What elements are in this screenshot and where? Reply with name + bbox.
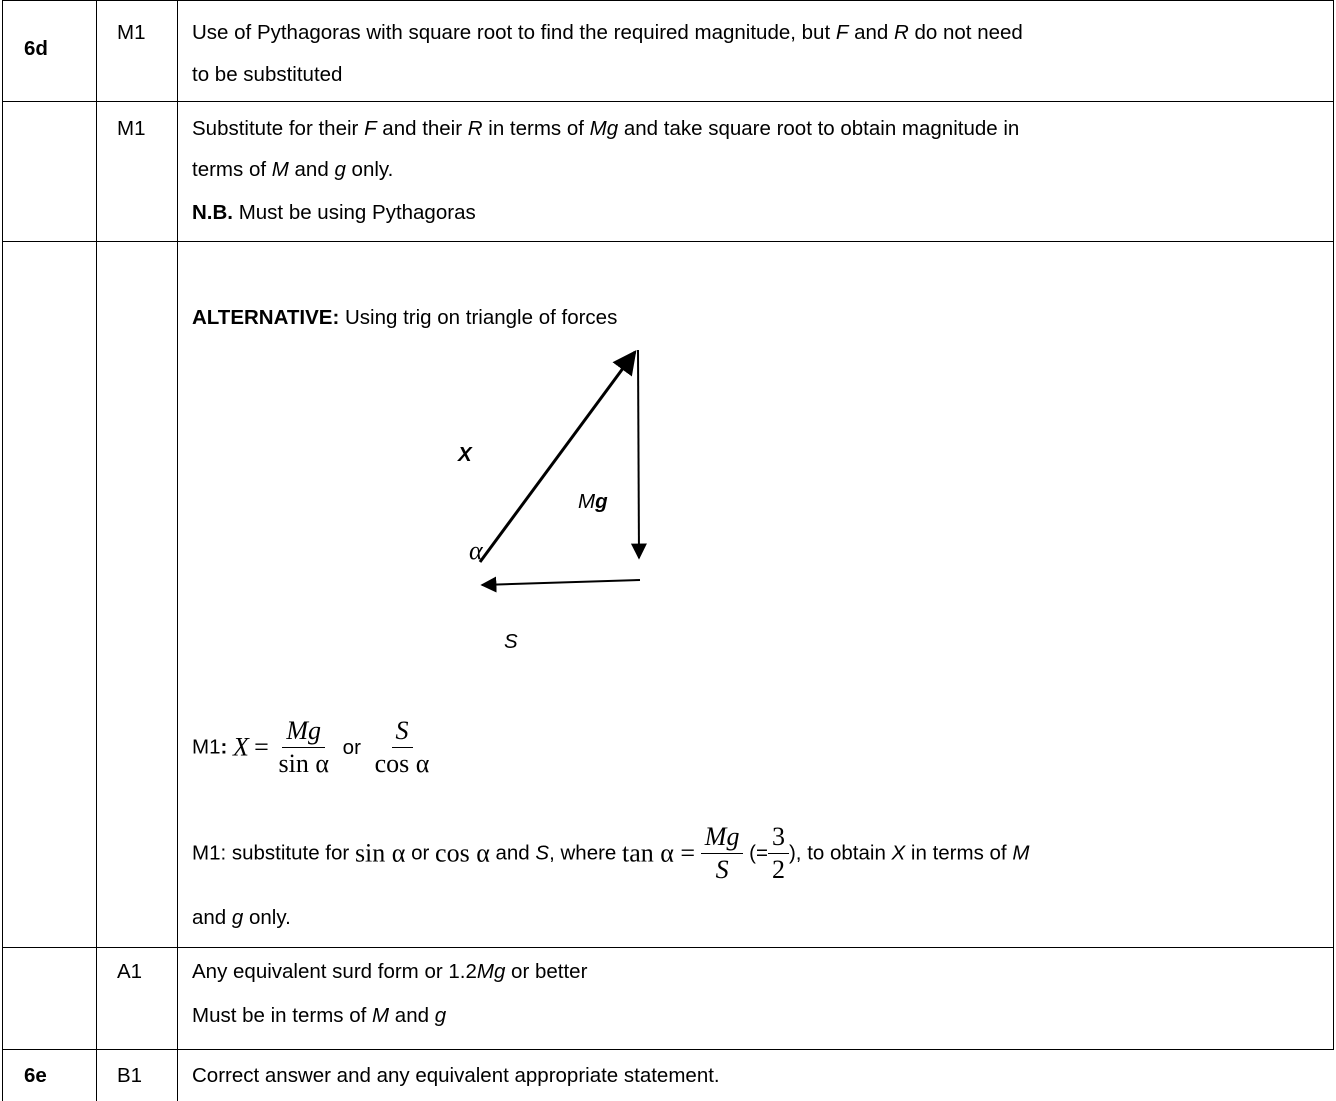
- rule-2: [2, 241, 1334, 242]
- mark-code: M1: [117, 117, 146, 140]
- guidance-line: Must be in terms of M and g: [192, 1004, 447, 1027]
- force-x-arrow: [478, 350, 637, 563]
- guidance-line: and g only.: [192, 906, 291, 929]
- label-s: S: [504, 630, 518, 653]
- force-s-arrow: [480, 576, 641, 593]
- vline-right: [1333, 0, 1334, 1049]
- mark-code: A1: [117, 960, 143, 983]
- vline-mark: [177, 0, 178, 1101]
- question-number: 6d: [24, 37, 48, 60]
- triangle-of-forces-diagram: [478, 349, 647, 593]
- mark-code: M1: [117, 21, 146, 44]
- note-line: N.B. Must be using Pythagoras: [192, 201, 476, 224]
- guidance-line: Use of Pythagoras with square root to fi…: [192, 21, 1023, 44]
- question-number: 6e: [24, 1064, 47, 1087]
- equation-line-2: M1: substitute for sin α or cos α and S,…: [192, 822, 1030, 884]
- label-alpha: α: [469, 536, 483, 565]
- guidance-line: terms of M and g only.: [192, 158, 394, 181]
- rule-top: [2, 0, 1334, 1]
- alternative-heading: ALTERNATIVE: Using trig on triangle of f…: [192, 306, 618, 329]
- guidance-line: Any equivalent surd form or 1.2Mg or bet…: [192, 960, 588, 983]
- guidance-line: Substitute for their F and their R in te…: [192, 117, 1020, 140]
- rule-3: [2, 947, 1334, 948]
- label-x: X: [458, 443, 472, 466]
- guidance-line: Correct answer and any equivalent approp…: [192, 1064, 720, 1087]
- label-mg: Mg: [578, 490, 608, 513]
- rule-4: [2, 1049, 1334, 1050]
- rule-1: [2, 101, 1334, 102]
- mark-code: B1: [117, 1064, 143, 1087]
- vline-left: [2, 0, 3, 1101]
- weight-arrow: [630, 349, 647, 560]
- guidance-line: to be substituted: [192, 63, 343, 86]
- vline-q: [96, 0, 97, 1101]
